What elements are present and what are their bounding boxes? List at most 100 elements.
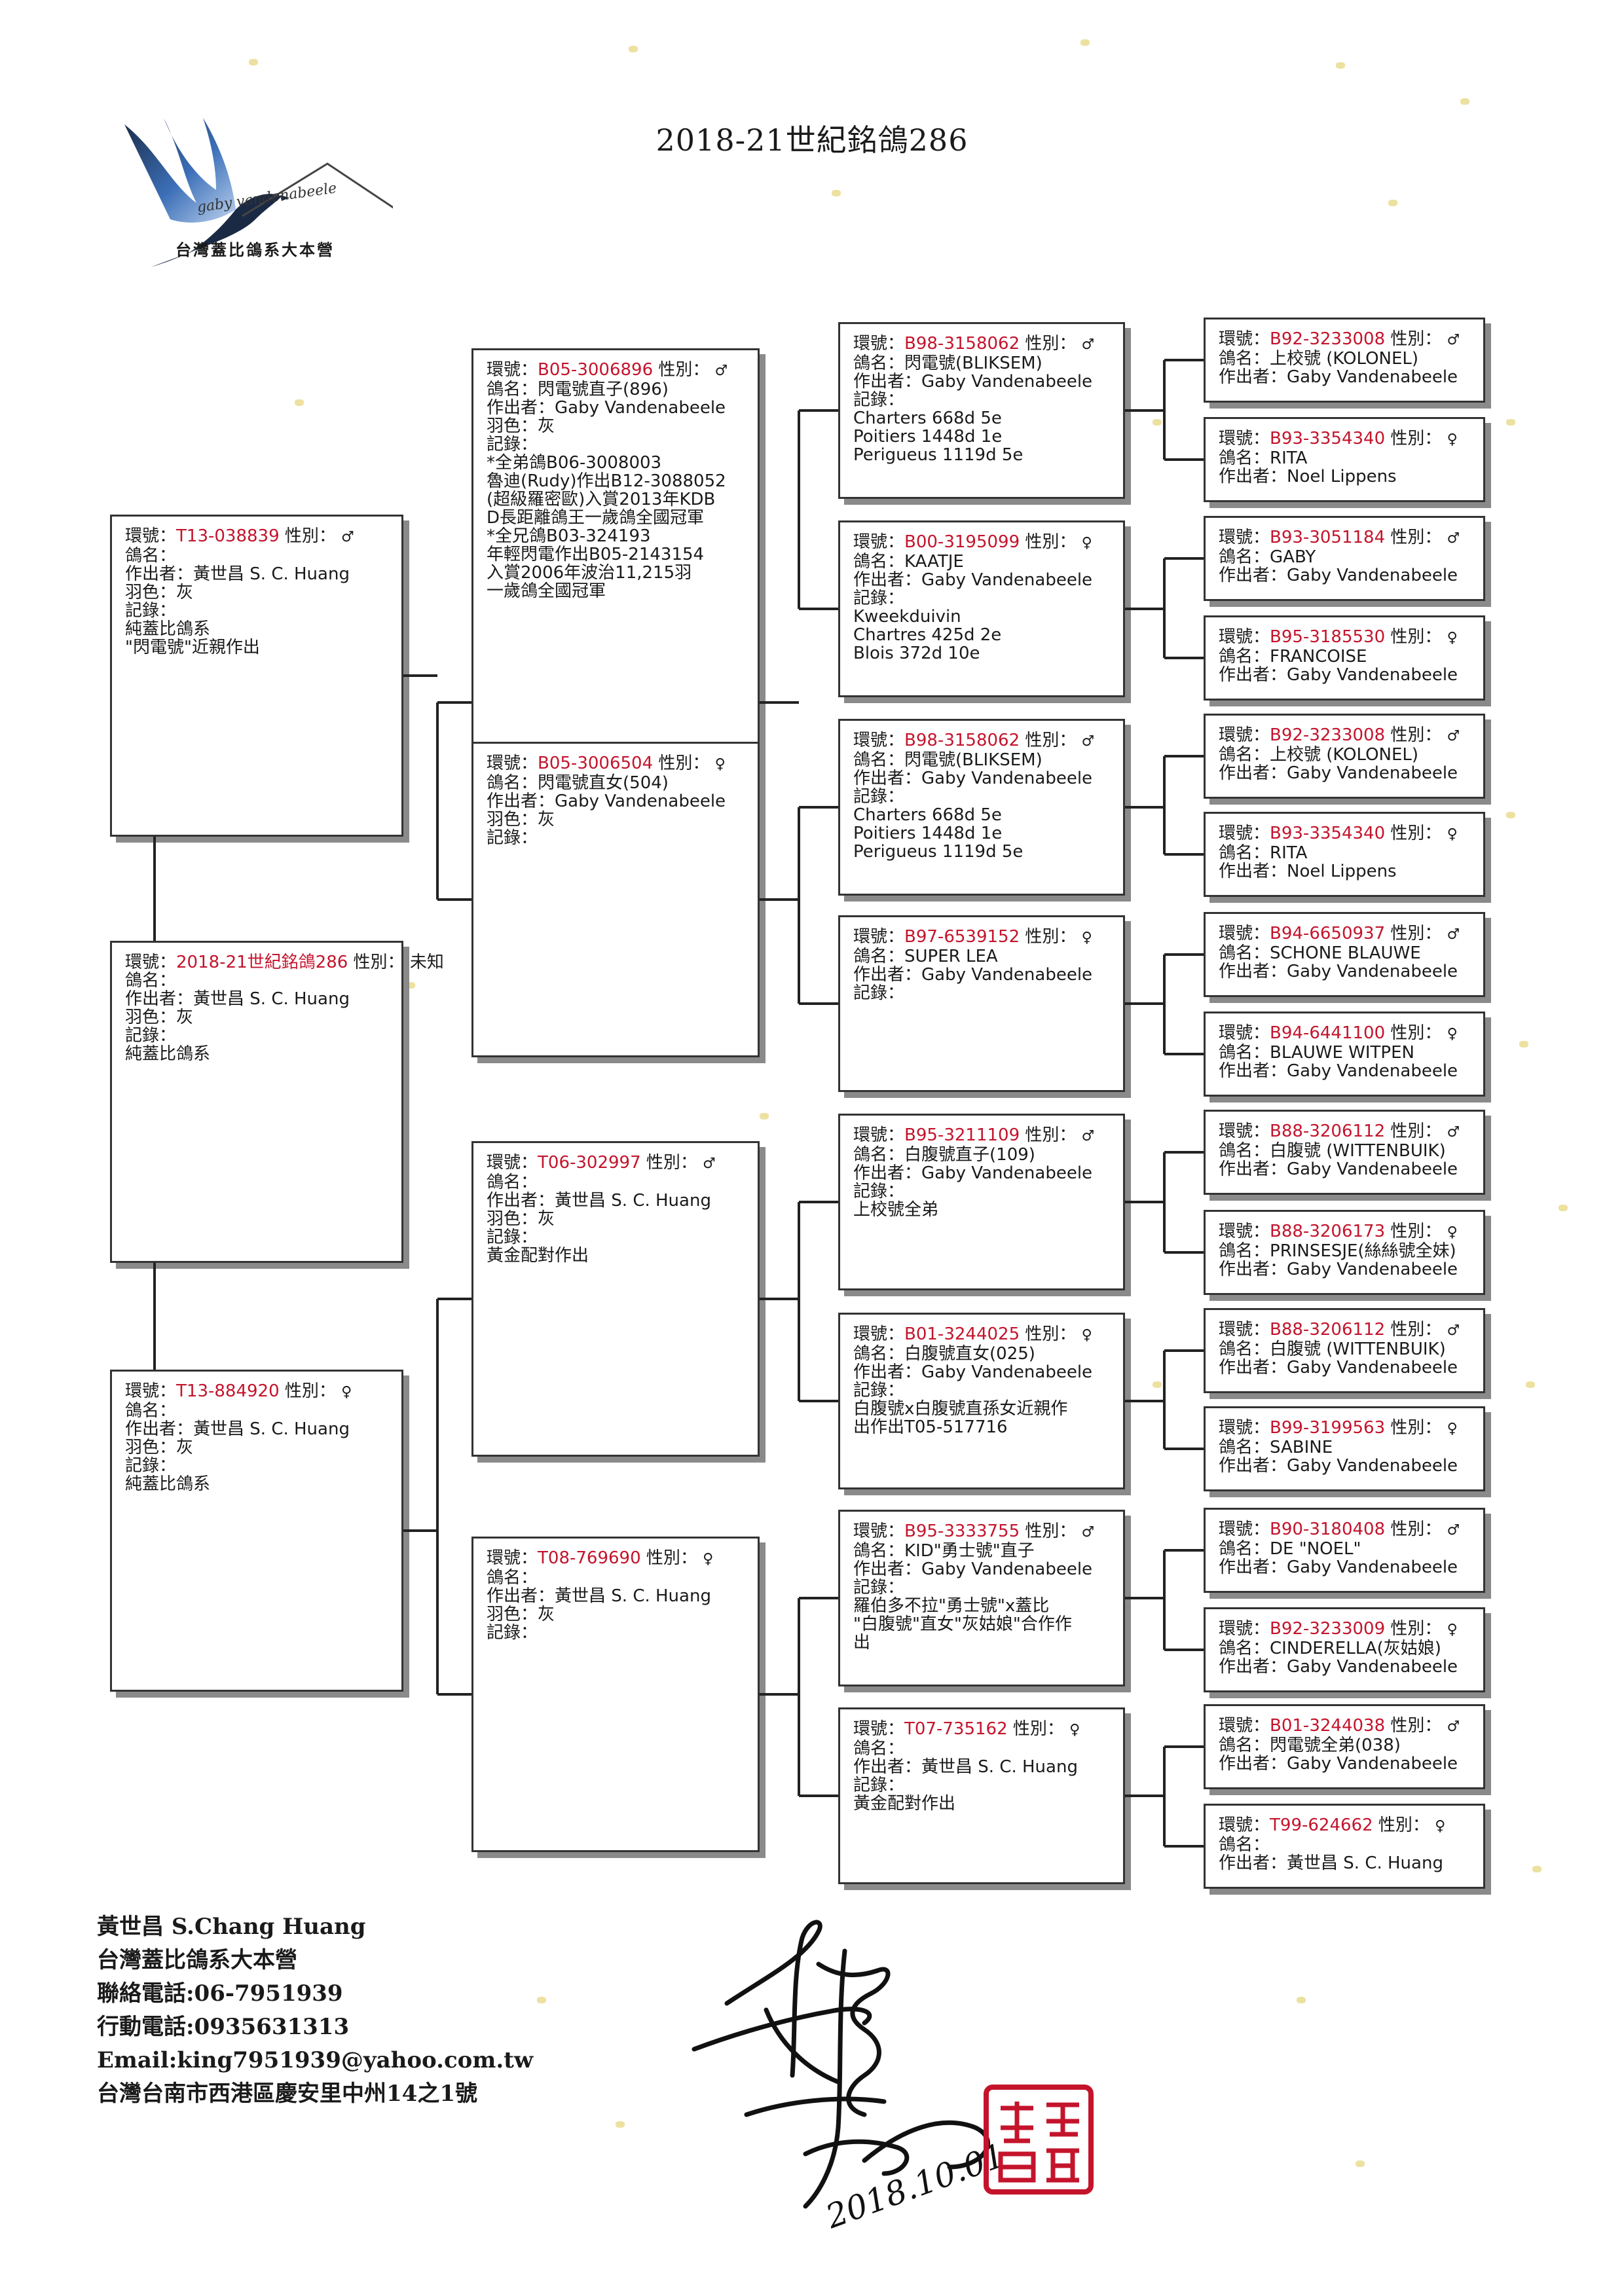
record-note: 一歲鴿全國冠軍: [487, 581, 606, 601]
sex-label: 性別：: [1385, 1520, 1447, 1539]
connector-line: [1163, 1152, 1166, 1252]
connector-line: [760, 701, 799, 704]
connector-line: [1125, 1201, 1164, 1203]
name-line: 鴿名：SCHONE BLAUWE: [1219, 944, 1470, 962]
breeder-line: 作出者：Gaby Vandenabeele: [853, 571, 1110, 589]
sex-label: 性別：: [653, 754, 715, 773]
breeder-line: 作出者：Gaby Vandenabeele: [1219, 368, 1470, 386]
female-symbol: ♀: [1069, 1722, 1080, 1738]
breeder-label: 作出者：: [1219, 1260, 1287, 1279]
record-note: *全弟鴿B06-3008003: [487, 453, 662, 473]
ring-line: 環號：B90-3180408 性別： ♂: [1219, 1520, 1470, 1540]
record-label: 記錄：: [853, 983, 905, 1003]
sex-label: 性別：: [1385, 1023, 1447, 1043]
name-value: SABINE: [1270, 1438, 1333, 1457]
ring-line: 環號：B05-3006504 性別： ♀: [487, 754, 745, 774]
pedigree-box: 環號：T06-302997 性別： ♂鴿名：作出者：黃世昌 S. C. Huan…: [471, 1141, 760, 1457]
record-note: Perigueus 1119d 5e: [853, 842, 1024, 862]
name-label: 鴿名：: [853, 552, 905, 572]
breeder-label: 作出者：: [853, 1559, 922, 1579]
name-label: 鴿名：: [1219, 943, 1270, 963]
connector-line: [1164, 1448, 1204, 1450]
name-line: 鴿名：KAATJE: [853, 553, 1110, 571]
ring-number: T99-624662: [1270, 1815, 1373, 1835]
breeder-line: 作出者：黃世昌 S. C. Huang: [125, 565, 388, 583]
color-value: 灰: [176, 583, 194, 602]
connector-line: [1163, 1747, 1166, 1846]
ring-number: B94-6441100: [1270, 1023, 1386, 1043]
female-symbol: ♀: [1447, 1026, 1458, 1042]
record-label: 記錄：: [487, 1623, 538, 1643]
color-label: 羽色：: [487, 810, 538, 829]
connector-line: [1164, 1251, 1204, 1254]
ring-line: 環號：B92-3233009 性別： ♀: [1219, 1620, 1470, 1639]
ring-label: 環號：: [1219, 1222, 1270, 1241]
paper-fleck: [1153, 1381, 1162, 1388]
ring-number: B98-3158062: [904, 731, 1020, 750]
sex-label: 性別：: [1385, 1418, 1447, 1438]
ring-line: 環號：T13-884920 性別： ♀: [125, 1382, 388, 1402]
breeder-label: 作出者：: [853, 372, 922, 392]
breeder-value: Gaby Vandenabeele: [1287, 367, 1458, 387]
name-value: RITA: [1270, 843, 1308, 863]
name-line: 鴿名：SABINE: [1219, 1438, 1470, 1457]
connector-line: [436, 702, 439, 900]
name-line: 鴿名：閃電號(BLIKSEM): [853, 354, 1110, 373]
pedigree-box: 環號：B05-3006504 性別： ♀鴿名：閃電號直女(504)作出者：Gab…: [471, 742, 760, 1057]
pedigree-box: 環號：B88-3206112 性別： ♂鴿名：白腹號 (WITTENBUIK)作…: [1204, 1308, 1485, 1393]
name-line: 鴿名：CINDERELLA(灰姑娘): [1219, 1639, 1470, 1658]
color-line: 羽色：灰: [487, 811, 745, 829]
breeder-line: 作出者：Gaby Vandenabeele: [1219, 666, 1470, 684]
breeder-line: 作出者：Noel Lippens: [1219, 467, 1470, 486]
female-symbol: ♀: [1081, 930, 1092, 946]
breeder-line: 作出者：Gaby Vandenabeele: [1219, 1457, 1470, 1475]
breeder-value: Gaby Vandenabeele: [1287, 665, 1458, 685]
ring-label: 環號：: [853, 532, 905, 552]
name-value: CINDERELLA(灰姑娘): [1270, 1639, 1441, 1658]
female-symbol: ♀: [703, 1551, 714, 1567]
breeder-line: 作出者：Gaby Vandenabeele: [1219, 1160, 1470, 1178]
connector-line: [1163, 1550, 1166, 1650]
connector-line: [799, 1002, 838, 1005]
male-symbol: ♂: [1447, 1522, 1460, 1539]
ring-line: 環號：B88-3206112 性別： ♂: [1219, 1321, 1470, 1340]
ring-label: 環號：: [1219, 1619, 1270, 1639]
male-symbol: ♂: [703, 1156, 716, 1172]
male-symbol: ♂: [1081, 1524, 1095, 1540]
name-value: BLAUWE WITPEN: [1270, 1043, 1414, 1063]
breeder-value: Gaby Vandenabeele: [921, 372, 1093, 392]
name-line: 鴿名：閃電號全弟(038): [1219, 1736, 1470, 1755]
name-value: GABY: [1270, 547, 1316, 567]
ring-line: 環號：2018-21世紀銘鴿286 性別： 未知: [125, 953, 444, 972]
name-line: 鴿名：: [487, 1173, 745, 1192]
ring-number: B01-3244025: [904, 1324, 1020, 1344]
ring-number: B98-3158062: [904, 334, 1020, 354]
name-label: 鴿名：: [125, 971, 177, 991]
ring-number: B93-3051184: [1270, 528, 1386, 547]
name-label: 鴿名：: [1219, 647, 1270, 666]
contact-phone: 聯絡電話:06-7951939: [97, 1980, 343, 2007]
name-label: 鴿名：: [1219, 1539, 1270, 1559]
record-line: 記錄：: [853, 1381, 1110, 1400]
record-note: 黃金配對作出: [853, 1794, 956, 1813]
logo-name: 台灣蓋比鴿系大本營: [175, 240, 335, 259]
connector-line: [1163, 360, 1166, 460]
breeder-value: Gaby Vandenabeele: [1287, 1558, 1458, 1577]
contact-email[interactable]: Email:king7951939@yahoo.com.tw: [97, 2047, 534, 2073]
ring-line: 環號：B05-3006896 性別： ♂: [487, 361, 745, 380]
ring-line: 環號：T06-302997 性別： ♂: [487, 1154, 745, 1173]
record-line: 記錄：: [487, 1624, 745, 1642]
connector-line: [798, 410, 800, 609]
ring-line: 環號：B93-3354340 性別： ♀: [1219, 824, 1470, 844]
sex-label: 性別：: [279, 1381, 342, 1401]
breeder-value: Gaby Vandenabeele: [1287, 566, 1458, 585]
male-symbol: ♂: [1447, 1124, 1460, 1140]
paper-fleck: [1080, 39, 1090, 46]
female-symbol: ♀: [1447, 1622, 1458, 1638]
breeder-label: 作出者：: [1219, 1754, 1287, 1774]
connector-line: [799, 1201, 838, 1203]
